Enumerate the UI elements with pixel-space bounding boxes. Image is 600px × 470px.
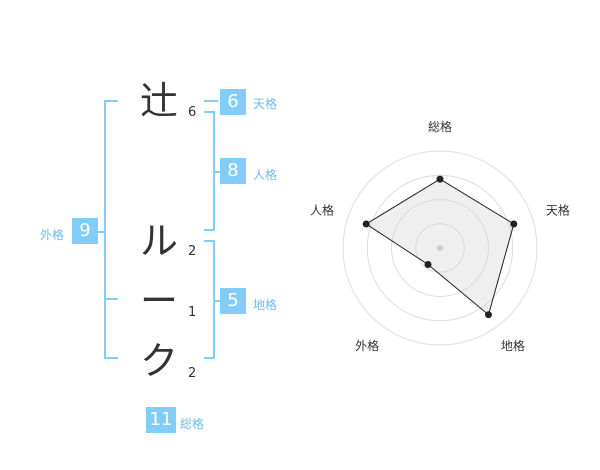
chikaku-connector <box>213 300 221 302</box>
chikaku-label: 地格 <box>253 298 278 312</box>
radar-series-area <box>366 179 514 315</box>
gaikaku-connector <box>98 231 105 233</box>
radar-point <box>362 220 370 228</box>
jinkaku-bracket-bottom <box>204 229 215 231</box>
radar-point <box>484 311 492 319</box>
name-char-3: ー <box>140 279 179 323</box>
jinkaku-bracket-top <box>204 111 215 113</box>
radar-points <box>362 175 518 319</box>
gaikaku-bracket-bottom <box>104 357 118 359</box>
stroke-count-1: 6 <box>188 105 197 120</box>
chikaku-bracket-top <box>204 240 215 242</box>
radar-series-polygon <box>365 178 515 316</box>
radar-point <box>424 260 432 268</box>
radar-axis-label: 天格 <box>546 203 570 218</box>
tenkaku-value: 6 <box>220 89 246 115</box>
stroke-count-4: 2 <box>188 366 197 381</box>
gaikaku-bracket-middle <box>104 298 118 300</box>
gaikaku-value: 9 <box>72 218 98 244</box>
radar-axis-label: 地格 <box>501 338 525 353</box>
tenkaku-label: 天格 <box>253 97 278 111</box>
radar-point <box>510 220 518 228</box>
radar-axis-label: 人格 <box>310 203 334 218</box>
tenkaku-bracket <box>204 100 218 102</box>
radar-center <box>437 245 443 251</box>
chikaku-bracket-vertical <box>213 240 215 359</box>
name-char-4: ク <box>140 339 179 383</box>
stroke-count-2: 2 <box>188 244 197 259</box>
stroke-count-3: 1 <box>188 305 197 320</box>
radar-axis-label: 外格 <box>355 338 379 353</box>
gaikaku-label: 外格 <box>40 228 65 242</box>
radar-ring <box>366 174 514 322</box>
radar-ring <box>415 223 465 273</box>
gaikaku-bracket-vertical <box>104 100 106 359</box>
chikaku-bracket-bottom <box>204 357 215 359</box>
jinkaku-label: 人格 <box>253 168 278 182</box>
radar-axis-label: 総格 <box>428 119 452 134</box>
radar-point <box>436 175 444 183</box>
jinkaku-value: 8 <box>220 158 246 184</box>
radar-ring <box>391 199 489 297</box>
soukaku-value: 11 <box>146 407 176 433</box>
jinkaku-connector <box>213 171 221 173</box>
soukaku-label: 総格 <box>180 417 205 431</box>
gaikaku-bracket-top <box>104 100 118 102</box>
name-char-1: 辻 <box>140 79 179 123</box>
chikaku-value: 5 <box>220 288 246 314</box>
radar-grid <box>342 150 538 346</box>
name-char-2: ル <box>140 219 179 263</box>
